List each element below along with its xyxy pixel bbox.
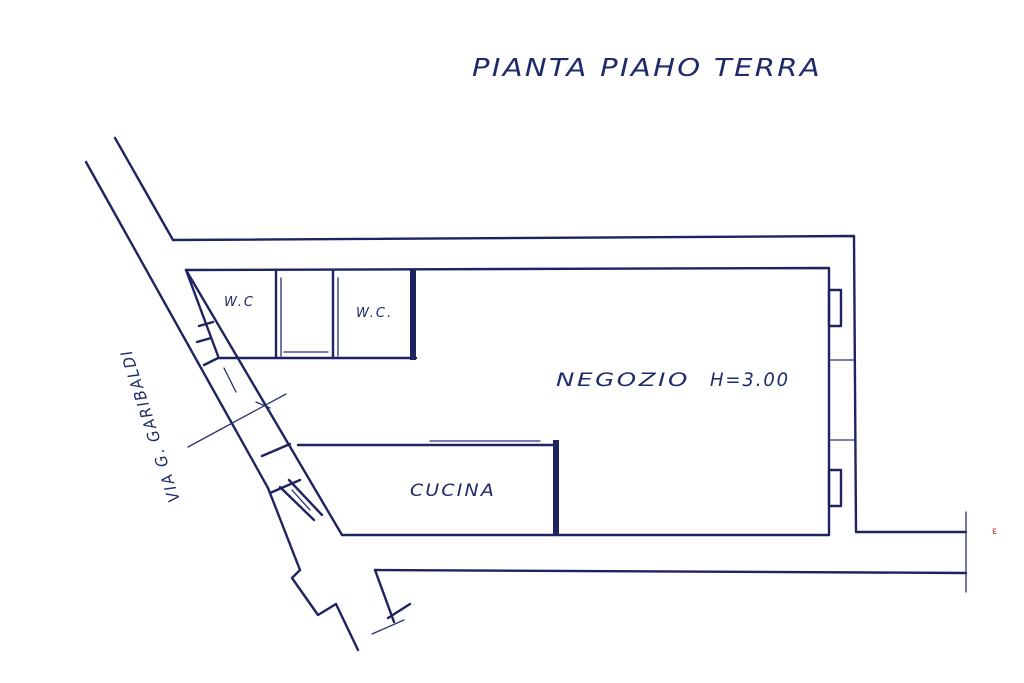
corner-mark: ᴇ [992, 526, 997, 537]
wc-right-label: W.C. [356, 306, 393, 321]
facade-wall [184, 268, 344, 537]
plan-title: PIANTA PIAHO TERRA [472, 53, 822, 82]
right-windows [827, 288, 855, 508]
wc-left-label: W.C [224, 295, 255, 310]
street-name-label: VIA G. GARIBALDI [116, 347, 184, 505]
wc-block [216, 268, 418, 360]
shop-label: NEGOZIO [556, 369, 690, 391]
section-mark [187, 393, 287, 448]
lower-street [290, 511, 968, 652]
kitchen-label: CUCINA [410, 481, 496, 501]
shop-height-label: H=3.00 [710, 369, 790, 391]
facade-windows [223, 367, 311, 511]
street-edges [84, 136, 270, 490]
kitchen-walls [296, 440, 559, 535]
outer-wall [171, 234, 968, 572]
